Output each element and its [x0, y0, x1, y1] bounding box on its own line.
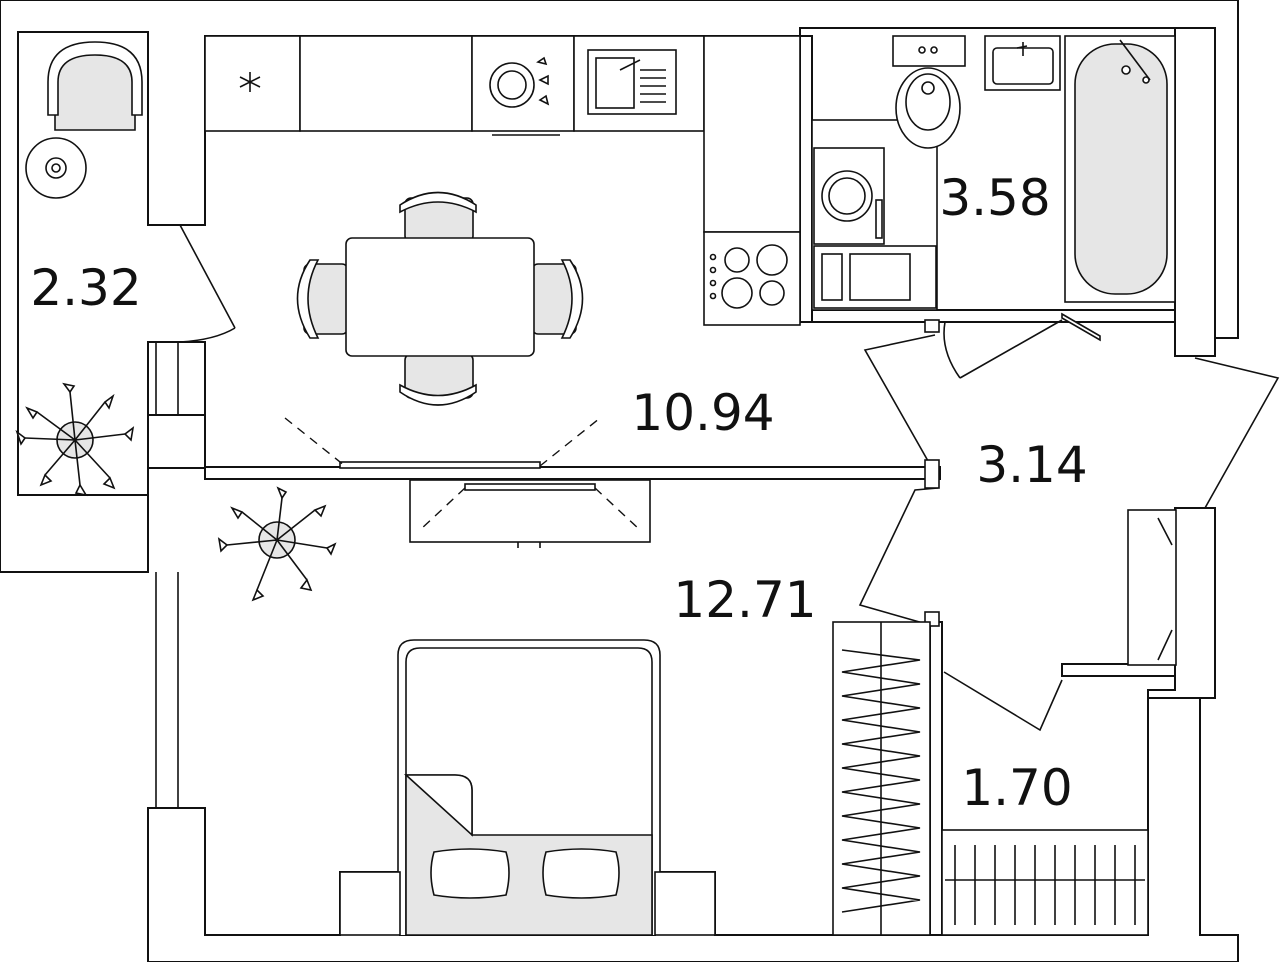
hallway — [858, 334, 1280, 732]
entrance-door — [1194, 357, 1280, 509]
plant-icon — [15, 382, 135, 497]
plant-icon — [217, 486, 337, 602]
bathroom-door-swing — [943, 319, 1063, 379]
tv-stand — [409, 479, 651, 548]
hall-wardrobe-doors — [1157, 517, 1173, 661]
storage-door — [943, 671, 1063, 732]
stove-icon — [703, 231, 801, 326]
hallway-door-bedroom — [858, 487, 939, 626]
partition-bathroom-left — [799, 35, 813, 323]
nightstand-right — [654, 871, 716, 936]
counter-top — [299, 35, 473, 132]
chair-icon — [399, 191, 477, 243]
storage — [941, 829, 1149, 936]
balcony-door-arc — [179, 327, 236, 343]
chair-icon — [399, 353, 477, 406]
storage-shelf — [941, 829, 1149, 936]
bedroom — [217, 479, 931, 936]
counter-side — [703, 35, 801, 233]
wall-right-lower — [1147, 507, 1216, 699]
chair-icon — [296, 259, 349, 339]
wardrobe-icon — [832, 621, 931, 936]
area-label-kitchen: 10.94 — [631, 384, 774, 442]
balcony-door — [179, 224, 236, 329]
area-label-storage: 1.70 — [961, 759, 1072, 817]
area-labels: 2.32 10.94 3.58 3.14 12.71 1.70 — [30, 169, 1087, 817]
partition-kitchen-bedroom — [204, 466, 941, 480]
fan-icon — [25, 137, 87, 199]
bathroom-door — [1061, 312, 1101, 342]
partition-storage-top — [1061, 663, 1176, 677]
area-label-balcony: 2.32 — [30, 259, 141, 317]
tv-view-lines-kitchen — [284, 417, 601, 467]
chair-icon — [531, 259, 584, 339]
area-label-bathroom: 3.58 — [939, 169, 1050, 227]
tv-kitchen — [339, 461, 541, 469]
chair-icon — [47, 41, 143, 131]
microwave-icon — [813, 245, 937, 309]
bed-icon — [397, 639, 661, 936]
balcony-furniture — [15, 41, 143, 497]
wall-pier-left — [147, 414, 206, 469]
dining-table — [296, 191, 584, 406]
nightstand-left — [339, 871, 401, 936]
hallway-door-kitchen — [863, 334, 936, 469]
washing-machine-icon — [813, 147, 885, 245]
toilet-icon — [892, 35, 966, 149]
wall-right-upper — [1174, 27, 1216, 357]
pillow-icon — [430, 848, 510, 899]
pillow-icon — [542, 848, 620, 899]
bathtub-icon — [1064, 35, 1176, 303]
area-label-bedroom: 12.71 — [673, 571, 816, 629]
partition-bathroom — [799, 309, 1176, 323]
hall-wardrobe — [1127, 509, 1177, 666]
sink-icon — [984, 35, 1061, 91]
bathroom — [811, 35, 1176, 379]
area-label-hallway: 3.14 — [976, 436, 1087, 494]
star-icon — [239, 72, 261, 92]
partition-storage — [929, 621, 943, 936]
kitchen — [204, 35, 801, 469]
